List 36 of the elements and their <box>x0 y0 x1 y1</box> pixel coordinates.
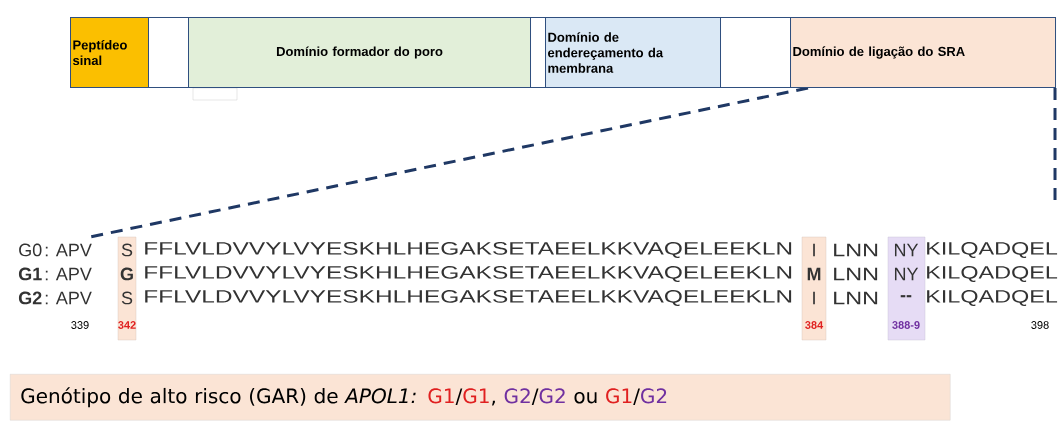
residue: I <box>813 291 815 305</box>
residue-sequence: LNN <box>834 291 878 305</box>
position-number: 384 <box>805 321 824 329</box>
residue-sequence: FFLVLDVVYLVYESKHLHEGAKSETAEELKKVAQELEEKLN <box>145 242 792 258</box>
residue: -- <box>900 295 912 298</box>
domain-box: Peptídeo sinal <box>70 17 149 88</box>
residue-sequence: : APV <box>45 267 92 281</box>
residue: I <box>813 243 815 257</box>
residue: NY <box>895 267 919 281</box>
residue: G <box>120 267 133 281</box>
residue-sequence: LNN <box>834 243 878 257</box>
residue-sequence: FFLVLDVVYLVYESKHLHEGAKSETAEELKKVAQELEEKLN <box>145 266 792 282</box>
residue: S <box>121 291 133 305</box>
empty-box <box>148 17 189 88</box>
residue-sequence: KILQADQEL <box>927 290 1058 306</box>
residue: NY <box>895 243 919 257</box>
empty-box <box>530 17 546 88</box>
residue: S <box>121 243 133 257</box>
position-number: 388-9 <box>892 321 920 329</box>
residue-sequence: KILQADQEL <box>927 266 1058 282</box>
position-number: 342 <box>118 321 136 329</box>
genotype-box: Genótipo de alto risco (GAR) de APOL1: G1/G1 , G2/G2 ou G1/G2 <box>10 374 951 421</box>
residue-sequence: : APV <box>45 291 92 305</box>
genotype-label: G2 <box>18 291 42 305</box>
residue: M <box>807 267 821 281</box>
residue-sequence: : APV <box>45 243 92 257</box>
position-number: 339 <box>71 321 89 329</box>
residue-sequence: LNN <box>834 267 878 281</box>
domain-box: Domínio formador do poro <box>188 17 531 88</box>
residue-sequence: FFLVLDVVYLVYESKHLHEGAKSETAEELKKVAQELEEKLN <box>145 290 792 306</box>
genotype-label: G0 <box>19 243 42 257</box>
residue-sequence: KILQADQEL <box>927 242 1058 258</box>
genotype-label: G1 <box>18 267 42 281</box>
domain-box: Domínio de endereçamento da membrana <box>545 17 721 88</box>
domain-box: Domínio de ligação do SRA <box>790 17 1056 88</box>
position-number: 398 <box>1031 321 1049 329</box>
